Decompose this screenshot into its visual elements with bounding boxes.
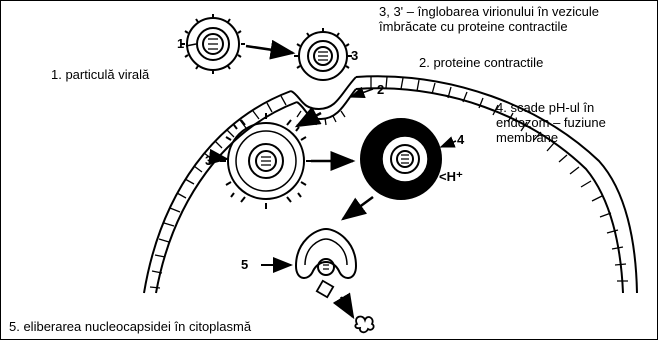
marker-1: 1 — [177, 36, 184, 51]
fused-endosome — [296, 229, 374, 332]
coated-pit — [291, 77, 356, 125]
marker-5: 5 — [241, 257, 248, 272]
label-contractile-proteins: 2. proteine contractile — [419, 55, 543, 70]
marker-3: 3 — [351, 48, 358, 63]
label-viral-particle: 1. particulă virală — [51, 67, 149, 82]
marker-2: 2 — [377, 82, 384, 97]
coated-vesicle — [220, 113, 312, 209]
endosome — [361, 119, 441, 199]
label-engulfment: 3, 3' – înglobarea virionului în vezicul… — [379, 4, 658, 34]
label-ph-drop: 4. scade pH-ul în endozom – fuziune memb… — [496, 100, 656, 145]
attaching-particle — [294, 28, 352, 80]
marker-3prime: 3' — [205, 153, 215, 168]
marker-4: 4 — [457, 132, 465, 147]
label-nucleocapsid-release: 5. eliberarea nucleocapsidei în citoplas… — [9, 319, 251, 334]
viral-particle — [181, 14, 245, 74]
proton-label: <H⁺ — [439, 169, 463, 184]
